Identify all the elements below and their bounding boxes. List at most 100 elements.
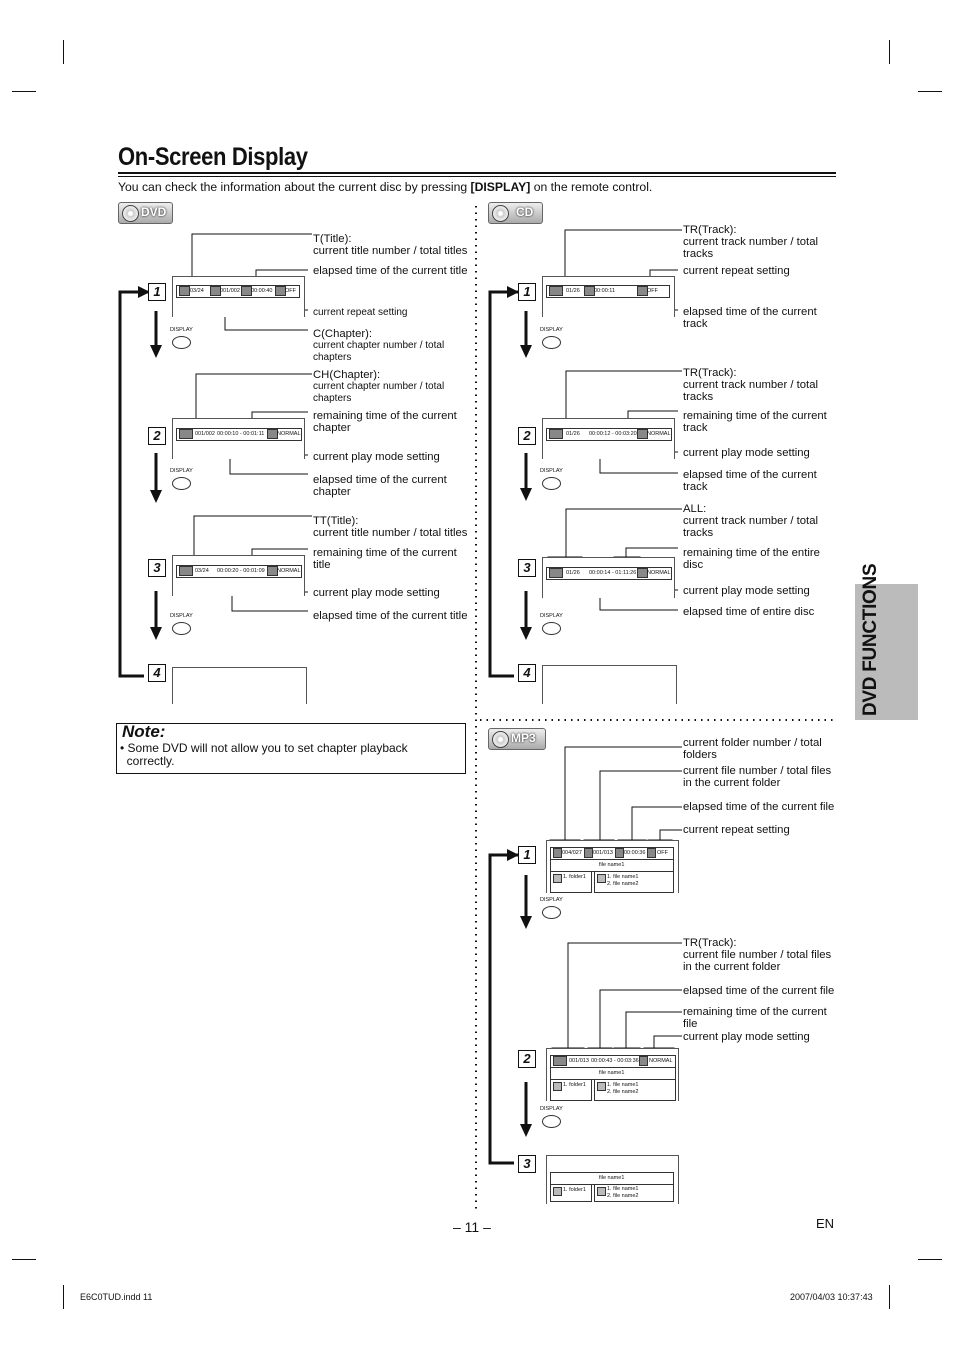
label: current play mode setting bbox=[313, 451, 440, 463]
repeat-icon bbox=[275, 286, 286, 296]
crop-mark bbox=[12, 91, 36, 92]
step-number: 1 bbox=[148, 283, 166, 301]
label: T(Title):current title number / total ti… bbox=[313, 233, 468, 257]
osd-bar: 01/26 00:00:14 - 01:11:26 NORMAL bbox=[546, 567, 672, 580]
display-button[interactable] bbox=[542, 477, 561, 490]
mp3-badge: MP3 bbox=[488, 728, 546, 750]
mode-icon bbox=[267, 566, 278, 576]
page-title: On-Screen Display bbox=[118, 143, 308, 171]
step-number: 2 bbox=[518, 427, 536, 445]
label: current play mode setting bbox=[683, 585, 810, 597]
label: current repeat setting bbox=[683, 824, 790, 836]
file-icon bbox=[597, 1082, 606, 1091]
section-tab: DVD FUNCTIONS bbox=[855, 564, 918, 720]
crop-mark bbox=[889, 40, 890, 64]
folder-list: 1. folder1 bbox=[550, 1184, 592, 1202]
step-number: 2 bbox=[148, 427, 166, 445]
step-number: 4 bbox=[518, 664, 536, 682]
chapter-icon bbox=[210, 286, 221, 296]
note-text: • Some DVD will not allow you to set cha… bbox=[120, 741, 408, 768]
dvd-badge: DVD bbox=[118, 202, 173, 224]
display-button[interactable] bbox=[172, 336, 191, 349]
display-button[interactable] bbox=[542, 1115, 561, 1128]
title-icon bbox=[179, 566, 193, 576]
display-button[interactable] bbox=[542, 622, 561, 635]
display-key-label: DISPLAY bbox=[540, 1106, 563, 1112]
note-title: Note: bbox=[122, 722, 166, 741]
chapter-icon bbox=[179, 429, 193, 439]
display-key-label: DISPLAY bbox=[170, 468, 193, 474]
note-box bbox=[116, 723, 466, 774]
file-icon bbox=[597, 1187, 606, 1196]
file-icon bbox=[584, 848, 593, 858]
repeat-icon bbox=[637, 286, 648, 296]
display-button[interactable] bbox=[172, 622, 191, 635]
label: current play mode setting bbox=[683, 1031, 810, 1043]
step-number: 2 bbox=[518, 1050, 536, 1068]
folder-icon bbox=[553, 848, 562, 858]
language-label: EN bbox=[816, 1216, 835, 1231]
label: current repeat setting bbox=[313, 307, 408, 318]
display-button[interactable] bbox=[542, 906, 561, 919]
clock-icon bbox=[615, 848, 624, 858]
file-icon bbox=[597, 874, 606, 883]
mode-icon bbox=[267, 429, 278, 439]
step-number: 1 bbox=[518, 846, 536, 864]
label: TT(Title):current title number / total t… bbox=[313, 515, 468, 539]
label: elapsed time of the current file bbox=[683, 801, 835, 813]
osd-bar: 01/26 00:00:12 - 00:03:20 NORMAL bbox=[546, 428, 672, 441]
crop-mark bbox=[889, 1285, 890, 1309]
clock-icon bbox=[584, 286, 595, 296]
display-button[interactable] bbox=[542, 336, 561, 349]
step-number: 3 bbox=[148, 559, 166, 577]
display-key-label: DISPLAY bbox=[540, 327, 563, 333]
folder-icon bbox=[553, 874, 562, 883]
folder-icon bbox=[553, 1082, 562, 1091]
folder-list: 1. folder1 bbox=[550, 871, 592, 893]
display-key-label: DISPLAY bbox=[540, 613, 563, 619]
display-button[interactable] bbox=[172, 477, 191, 490]
repeat-icon bbox=[647, 848, 656, 858]
tv-screen-blank bbox=[172, 667, 307, 704]
mode-icon bbox=[637, 429, 648, 439]
intro-text: You can check the information about the … bbox=[118, 180, 653, 194]
crop-mark bbox=[63, 40, 64, 64]
label: C(Chapter):current chapter number / tota… bbox=[313, 328, 445, 363]
osd-bar: 03/24 00:00:20 - 00:01:09 NORMAL bbox=[176, 565, 302, 578]
osd-bar: 01/26 00:00:11 OFF bbox=[546, 285, 670, 298]
step-number: 3 bbox=[518, 559, 536, 577]
all-icon bbox=[549, 568, 563, 578]
label: elapsed time of the current title bbox=[313, 610, 468, 622]
label: current play mode setting bbox=[313, 587, 440, 599]
label: CH(Chapter):current chapter number / tot… bbox=[313, 369, 445, 404]
disc-icon bbox=[492, 731, 509, 748]
title-rule bbox=[118, 176, 836, 177]
track-icon bbox=[553, 1056, 567, 1066]
crop-mark bbox=[918, 91, 942, 92]
page-number: – 11 – bbox=[453, 1219, 491, 1235]
clock-icon bbox=[241, 286, 252, 296]
folder-icon bbox=[553, 1187, 562, 1196]
display-key-label: DISPLAY bbox=[540, 468, 563, 474]
display-key-label: DISPLAY bbox=[540, 897, 563, 903]
label: elapsed time of the current title bbox=[313, 265, 468, 277]
mode-icon bbox=[637, 568, 648, 578]
crop-mark bbox=[63, 1285, 64, 1309]
mode-icon bbox=[639, 1056, 648, 1066]
step-number: 4 bbox=[148, 664, 166, 682]
folder-list: 1. folder1 bbox=[550, 1079, 592, 1101]
label: current play mode setting bbox=[683, 447, 810, 459]
disc-icon bbox=[122, 205, 139, 222]
